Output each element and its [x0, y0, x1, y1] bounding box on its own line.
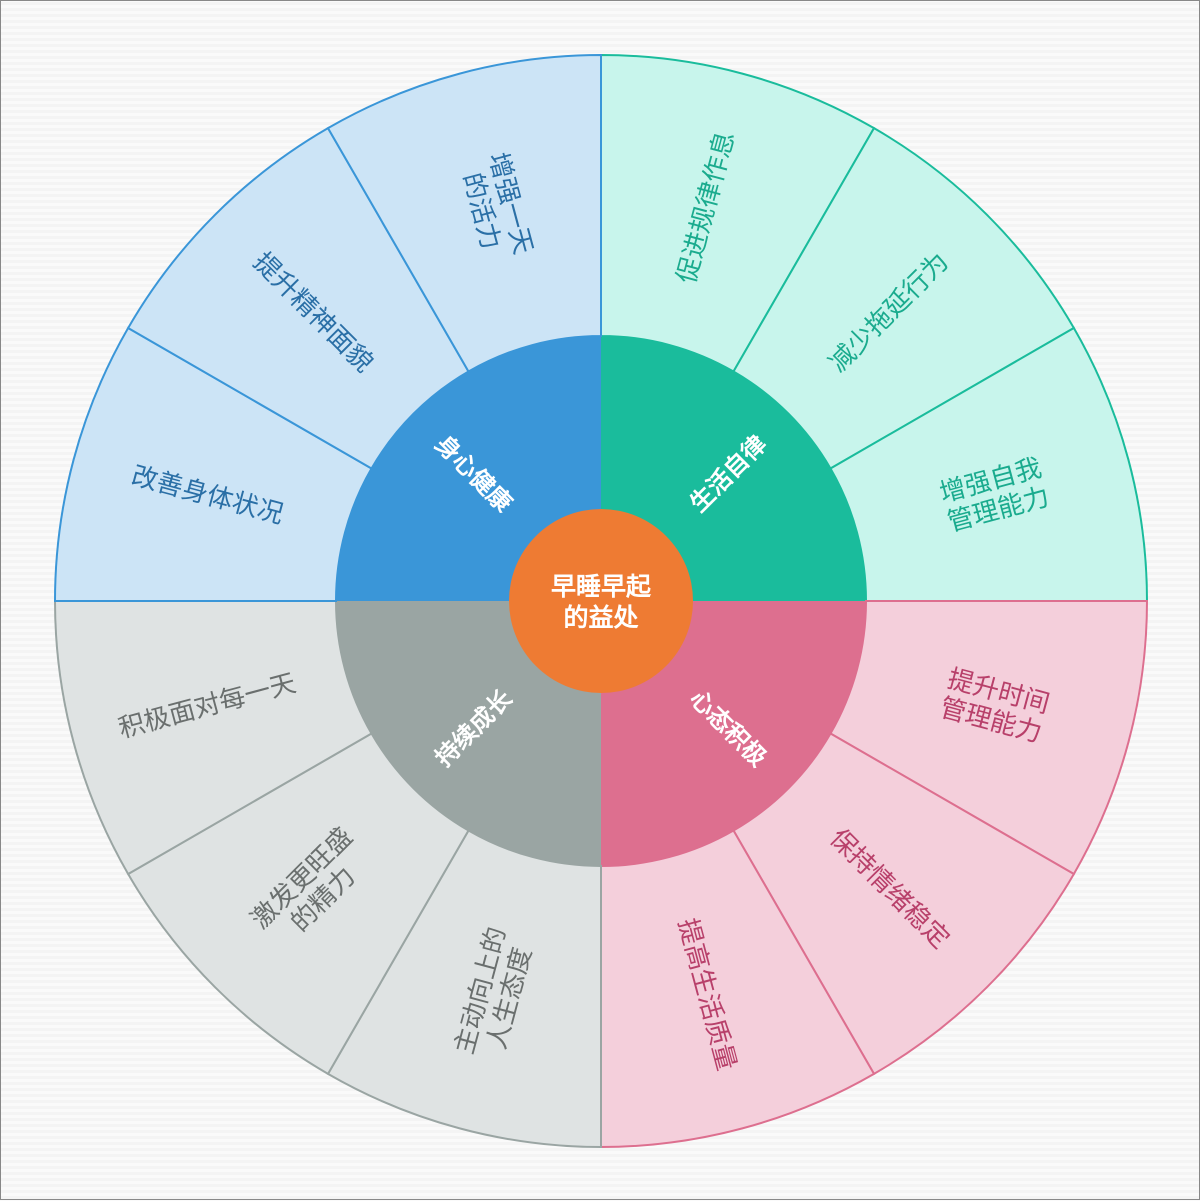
- center-title: 早睡早起的益处: [551, 572, 652, 632]
- inner-segment[interactable]: [601, 336, 866, 601]
- inner-segment[interactable]: [601, 601, 866, 866]
- center-title-line: 的益处: [563, 603, 638, 632]
- center-title-line: 早睡早起: [551, 572, 652, 601]
- inner-segment[interactable]: [336, 336, 601, 601]
- inner-segment[interactable]: [336, 601, 601, 866]
- center-circle[interactable]: [509, 509, 693, 693]
- category-group: 主动向上的人生态度激发更旺盛的精力积极面对每一天持续成长: [53, 600, 602, 1149]
